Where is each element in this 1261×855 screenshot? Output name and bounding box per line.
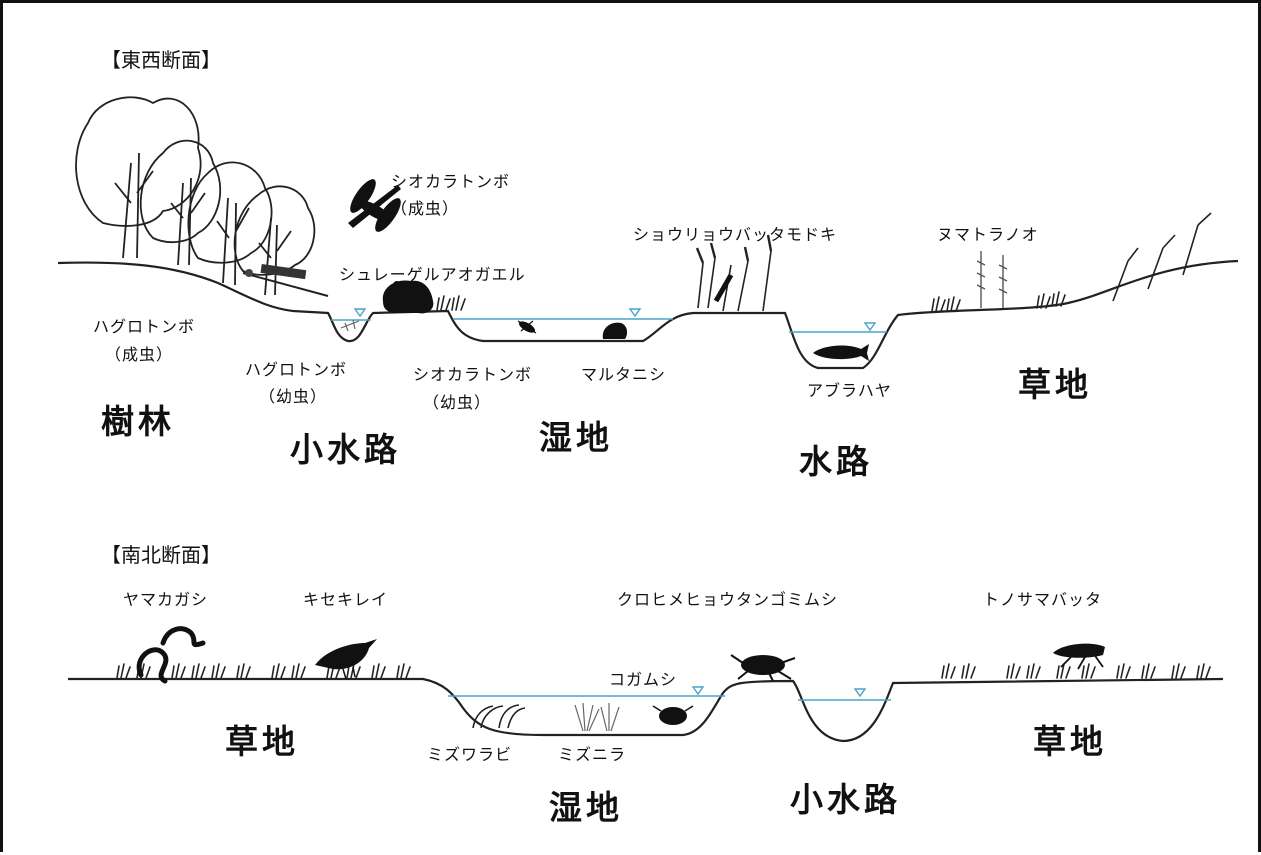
label-numatoranoo: ヌマトラノオ <box>937 225 1039 244</box>
fish-aburahaya-icon <box>813 344 869 361</box>
zone-grassland-ns-right: 草地 <box>1033 722 1107 761</box>
larva-shiokara-icon <box>517 320 537 334</box>
zone-grassland-ns-left: 草地 <box>225 722 299 761</box>
ew-section-title: 【東西断面】 <box>101 48 221 72</box>
label-haguro-adult-note: （成虫） <box>105 345 174 364</box>
label-haguro-larva: ハグロトンボ <box>245 360 348 379</box>
label-shiokara-larva: シオカラトンボ <box>413 365 533 384</box>
snail-marutanishi-icon <box>602 322 628 339</box>
label-haguro-larva-note: （幼虫） <box>259 387 328 406</box>
ew-water-lines <box>331 308 887 333</box>
grasshopper-modoki-icon <box>695 234 773 312</box>
zone-wetland-ew: 湿地 <box>539 418 613 457</box>
plant-slope-icon <box>1112 212 1212 302</box>
zone-wetland-ns: 湿地 <box>549 788 623 827</box>
ns-section-title: 【南北断面】 <box>101 543 221 567</box>
label-haguro-adult: ハグロトンボ <box>93 317 196 336</box>
label-shouryou-modoki: ショウリョウバッタモドキ <box>633 225 838 244</box>
label-kurohime: クロヒメヒョウタンゴミムシ <box>617 590 839 609</box>
label-shiokara-larva-note: （幼虫） <box>423 393 492 412</box>
ns-water-lines <box>448 686 891 701</box>
label-aburahaya: アブラハヤ <box>807 381 892 400</box>
label-shiokara-adult: シオカラトンボ <box>391 172 511 191</box>
dragonfly-shiokara-adult-icon <box>348 179 401 232</box>
fern-mizuwarabi-icon <box>472 704 526 729</box>
cross-section-drawing <box>57 96 1239 743</box>
ew-ground-profile <box>57 259 1239 370</box>
zone-forest: 樹林 <box>101 402 175 441</box>
plant-numatoranoo-icon <box>976 251 1008 308</box>
zone-small-channel-ew: 小水路 <box>290 430 401 469</box>
larva-haguro-icon <box>340 319 360 332</box>
label-kogamushi: コガムシ <box>609 670 678 689</box>
beetle-kurohime-icon <box>730 654 796 682</box>
ew-trees <box>75 96 316 296</box>
ew-grass-tufts <box>436 291 1066 312</box>
plant-mizunira-icon <box>574 702 620 732</box>
label-shiokara-adult-note: （成虫） <box>391 199 460 218</box>
label-schlegel-frog: シュレーゲルアオガエル <box>339 265 526 284</box>
zone-small-channel-ns: 小水路 <box>790 780 901 819</box>
label-kisekirei: キセキレイ <box>303 590 389 609</box>
snake-yamakagashi-icon <box>136 626 206 684</box>
beetle-kogamushi-icon <box>652 705 694 725</box>
bird-kisekirei-icon <box>315 639 377 680</box>
ns-ground-profile <box>68 677 1224 743</box>
label-mizunira: ミズニラ <box>558 745 627 764</box>
zone-grassland-ew: 草地 <box>1018 365 1092 404</box>
label-mizuwarabi: ミズワラビ <box>427 745 513 764</box>
label-tonosama: トノサマバッタ <box>983 590 1103 609</box>
zone-channel: 水路 <box>799 442 873 481</box>
frog-icon <box>382 280 434 314</box>
dragonfly-haguro-adult-icon <box>242 263 329 297</box>
label-marutanishi: マルタニシ <box>581 365 667 384</box>
label-yamakagashi: ヤマカガシ <box>123 590 209 609</box>
grasshopper-tonosama-icon <box>1053 643 1105 670</box>
